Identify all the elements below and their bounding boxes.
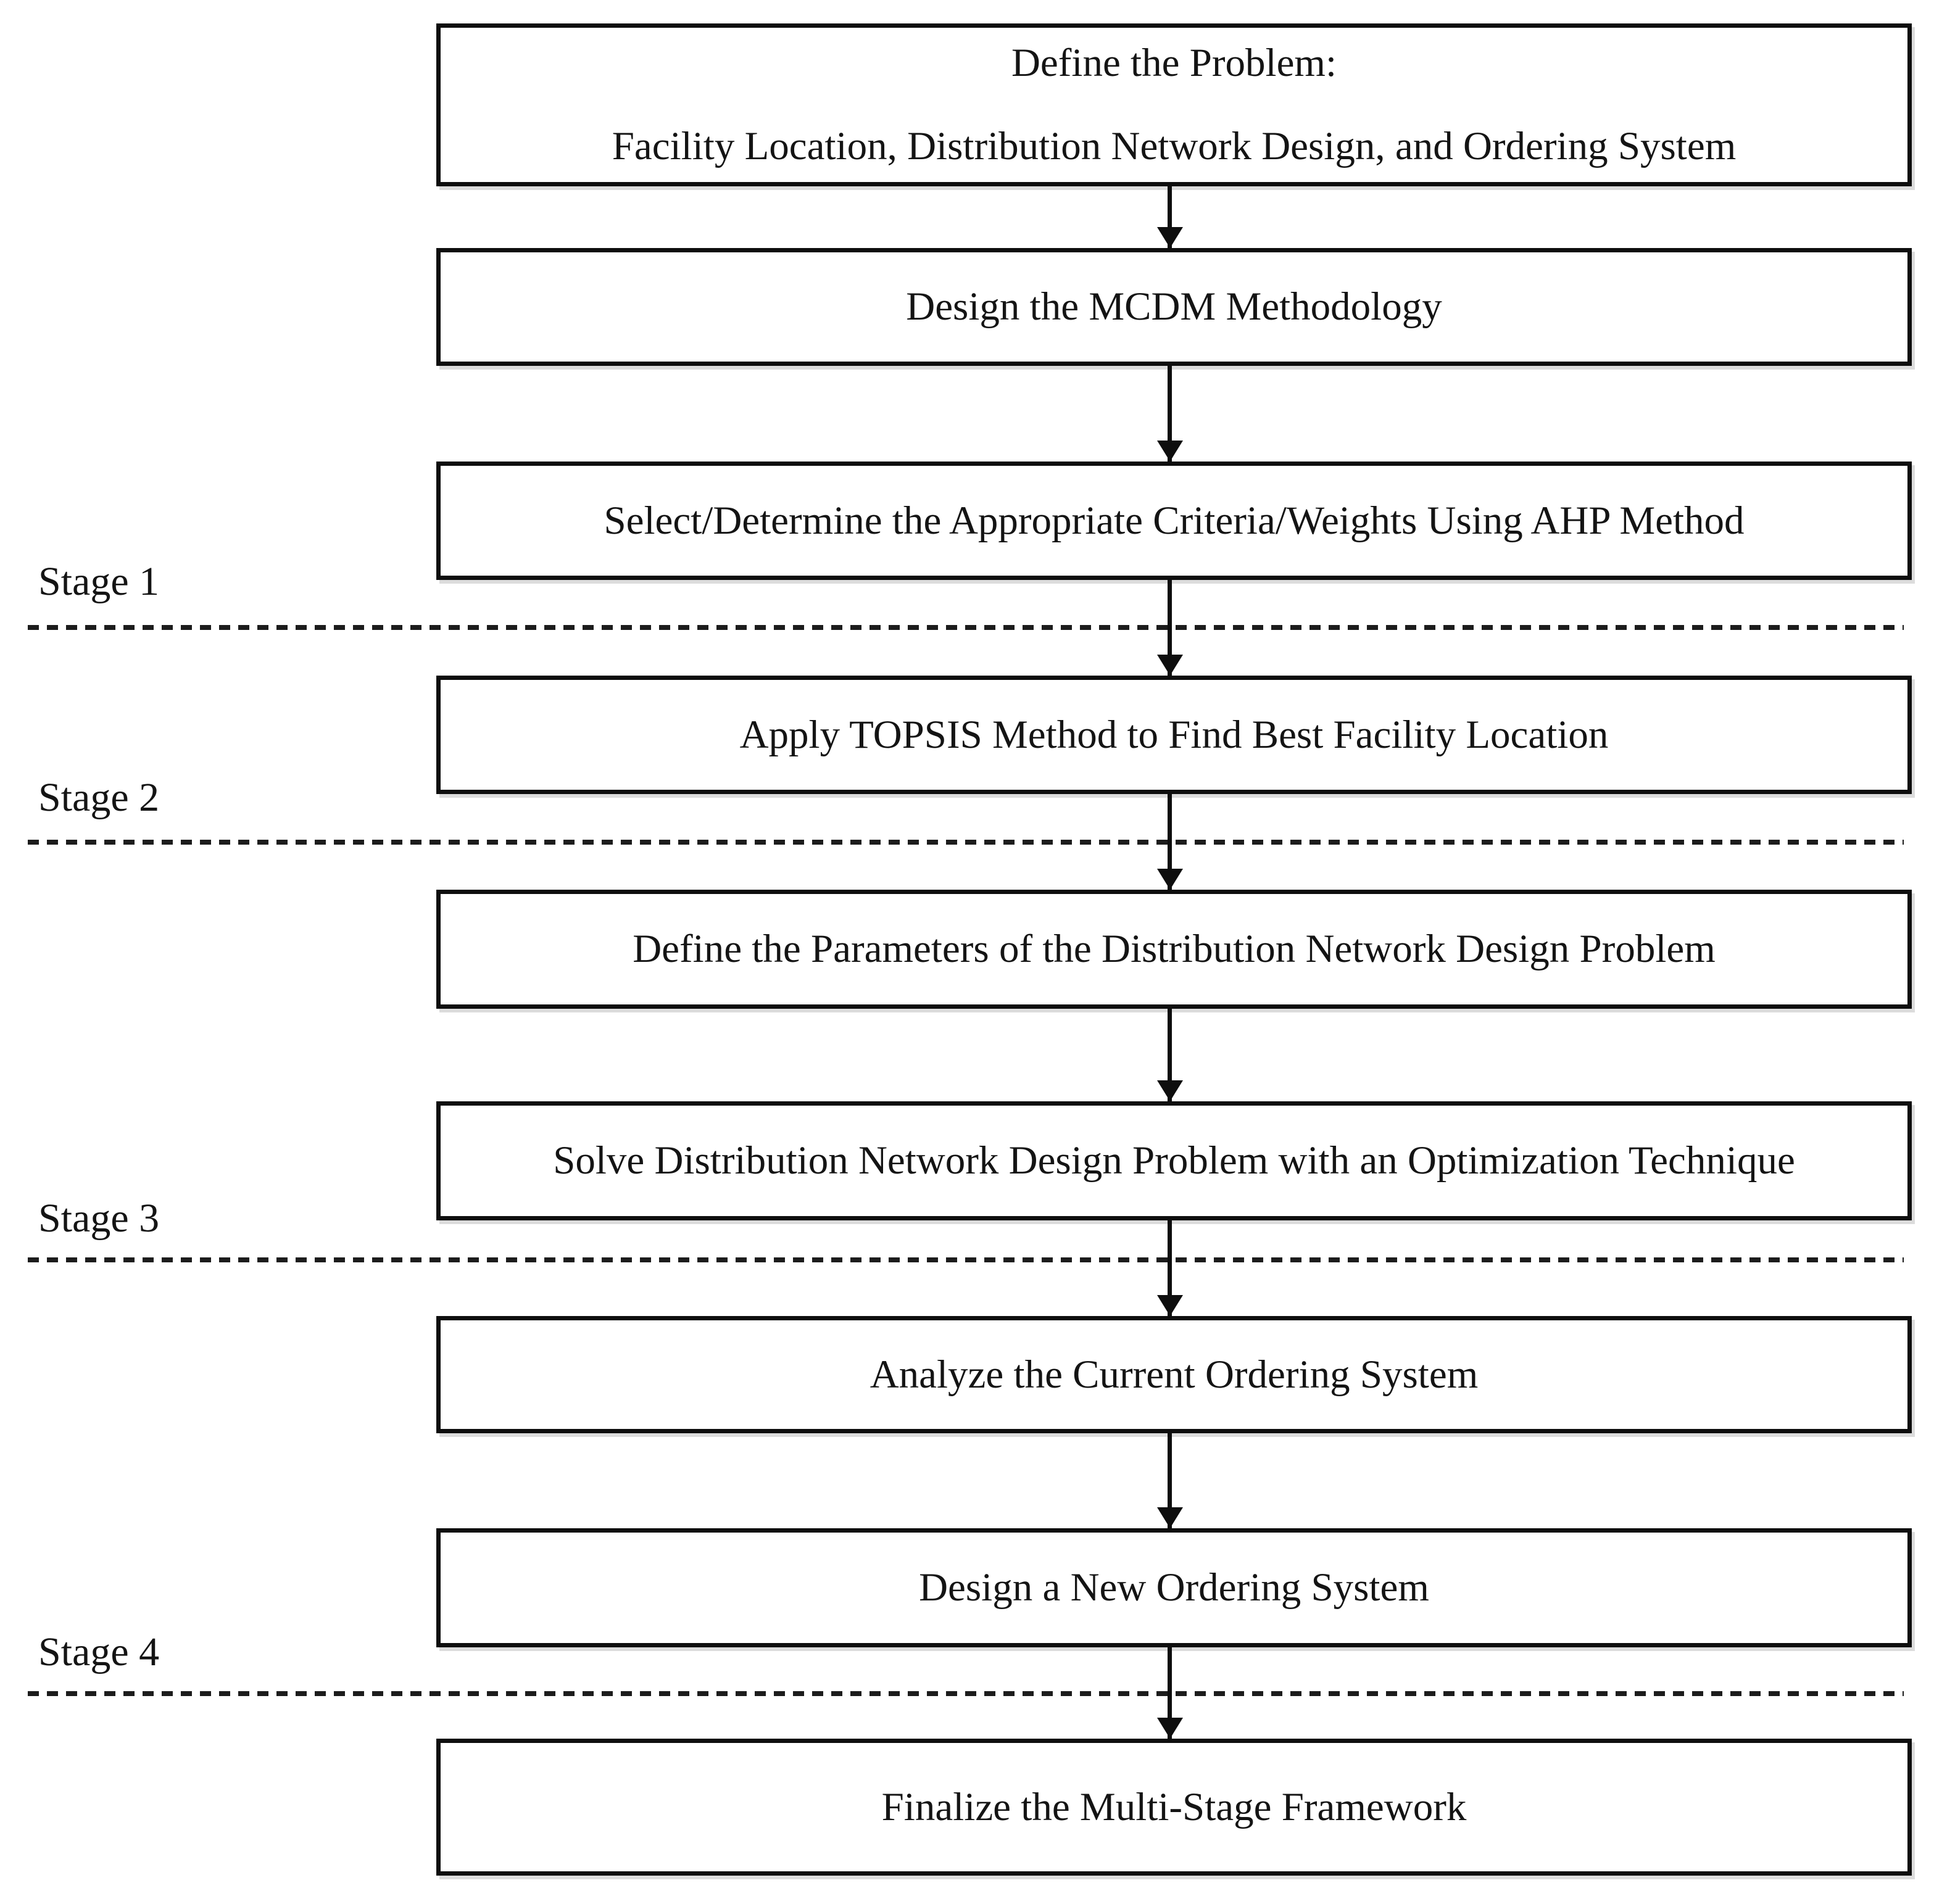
stage-label-4: Stage 4 [38,1629,160,1674]
stage-label-2: Stage 2 [38,775,160,820]
flow-box-text: Finalize the Multi-Stage Framework [881,1784,1467,1829]
down-arrow [1168,1009,1172,1101]
flow-box-text: Define the Problem: [1011,41,1337,86]
down-arrow [1168,1220,1172,1316]
flow-box-select-criteria-ahp: Select/Determine the Appropriate Criteri… [436,462,1912,580]
flow-box-text: Analyze the Current Ordering System [869,1352,1479,1397]
flow-box-design-new-ordering-system: Design a New Ordering System [436,1528,1912,1647]
flow-box-text: Solve Distribution Network Design Proble… [553,1138,1795,1183]
down-arrow [1168,794,1172,890]
stage-divider-4 [28,1691,1904,1696]
down-arrow [1168,580,1172,676]
down-arrow [1168,1433,1172,1528]
flow-box-design-mcdm-methodology: Design the MCDM Methodology [436,248,1912,366]
down-arrow [1168,1647,1172,1739]
flow-box-define-problem: Define the Problem: Facility Location, D… [436,23,1912,186]
flow-box-text: Apply TOPSIS Method to Find Best Facilit… [739,712,1609,757]
stage-divider-3 [28,1257,1904,1262]
flow-box-text: Select/Determine the Appropriate Criteri… [604,498,1745,543]
stage-label-1: Stage 1 [38,559,160,604]
flow-box-apply-topsis: Apply TOPSIS Method to Find Best Facilit… [436,676,1912,794]
flow-box-text: Design the MCDM Methodology [906,284,1442,329]
stage-divider-2 [28,840,1904,845]
flow-box-define-network-parameters: Define the Parameters of the Distributio… [436,890,1912,1009]
flow-box-solve-network-optimization: Solve Distribution Network Design Proble… [436,1101,1912,1220]
stage-divider-1 [28,625,1904,630]
down-arrow [1168,186,1172,248]
flow-box-analyze-ordering-system: Analyze the Current Ordering System [436,1316,1912,1433]
flow-box-finalize-framework: Finalize the Multi-Stage Framework [436,1739,1912,1876]
flow-box-text: Define the Parameters of the Distributio… [633,927,1716,972]
flow-box-text: Facility Location, Distribution Network … [612,124,1737,168]
down-arrow [1168,366,1172,462]
flow-box-text: Design a New Ordering System [919,1565,1429,1610]
stage-label-3: Stage 3 [38,1196,160,1241]
